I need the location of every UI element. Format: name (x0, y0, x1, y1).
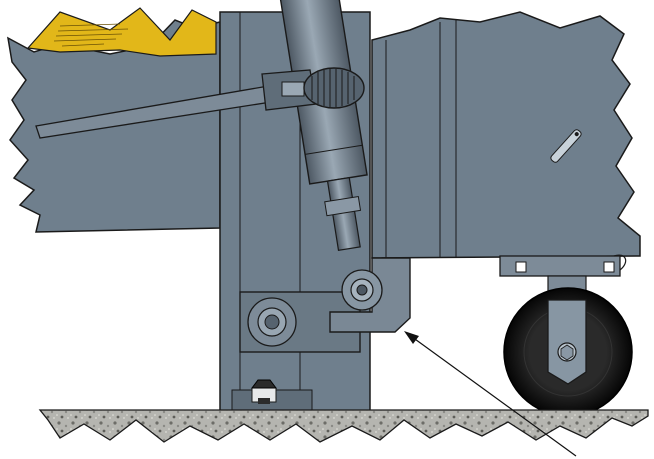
gravel-ground (38, 409, 649, 443)
pointer-arrow (404, 331, 577, 457)
hex-bolt (251, 379, 277, 404)
upper-frame-right (371, 11, 641, 259)
pivot-boss (247, 297, 297, 347)
warning-decal (26, 7, 217, 57)
locking-pin (550, 129, 582, 163)
caster-wheel (499, 254, 633, 417)
ratchet-wrench (35, 67, 365, 139)
lower-arm (329, 257, 411, 333)
